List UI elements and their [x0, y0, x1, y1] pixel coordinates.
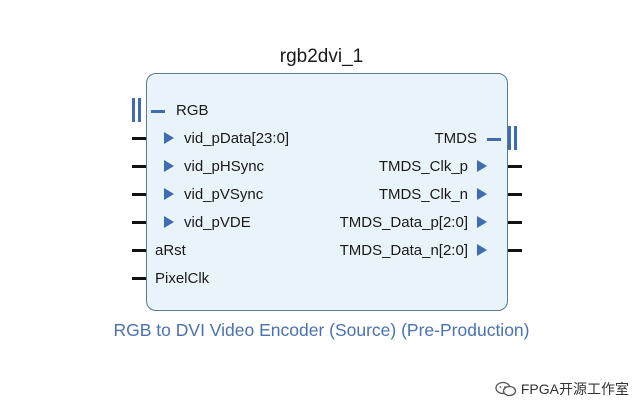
- vid-pvsync-arrow-icon: [164, 188, 174, 200]
- tmds-data-p-arrow-icon: [477, 216, 487, 228]
- vid-pvde-label: vid_pVDE: [184, 214, 251, 231]
- tmds-clk-p-pin[interactable]: [508, 165, 522, 168]
- vid-pvsync-pin[interactable]: [132, 193, 146, 196]
- watermark: FPGA开源工作室: [495, 379, 629, 399]
- vid-pvde-pin[interactable]: [132, 221, 146, 224]
- tmds-clk-p-arrow-icon: [477, 160, 487, 172]
- tmds-clk-n-arrow-icon: [477, 188, 487, 200]
- block-subtitle: RGB to DVI Video Encoder (Source) (Pre-P…: [113, 320, 530, 340]
- vid-pdata-pin[interactable]: [132, 137, 146, 140]
- ip-block[interactable]: [146, 73, 508, 311]
- tmds-bus-label: TMDS: [434, 130, 478, 147]
- wechat-icon: [495, 381, 517, 397]
- rgb-collapse-icon[interactable]: [151, 110, 165, 113]
- rgb-bus-label: RGB: [176, 102, 209, 119]
- watermark-text: FPGA开源工作室: [520, 381, 629, 397]
- vid-phsync-label: vid_pHSync: [184, 158, 265, 175]
- rgb-bus-connector[interactable]: [132, 98, 146, 122]
- vid-phsync-arrow-icon: [164, 160, 174, 172]
- arst-label: aRst: [155, 242, 186, 259]
- vid-pvde-arrow-icon: [164, 216, 174, 228]
- block-title: rgb2dvi_1: [279, 46, 364, 67]
- tmds-bus-connector[interactable]: [508, 126, 522, 150]
- tmds-clk-p-label: TMDS_Clk_p: [378, 158, 468, 175]
- vid-pvsync-label: vid_pVSync: [184, 186, 264, 203]
- vid-pdata-label: vid_pData[23:0]: [184, 130, 290, 147]
- arst-pin[interactable]: [132, 249, 146, 252]
- tmds-data-p-label: TMDS_Data_p[2:0]: [339, 214, 468, 231]
- vid-pdata-arrow-icon: [164, 132, 174, 144]
- pixelclk-pin[interactable]: [132, 277, 146, 280]
- tmds-data-n-label: TMDS_Data_n[2:0]: [339, 242, 468, 259]
- tmds-collapse-icon[interactable]: [487, 138, 501, 141]
- tmds-data-n-pin[interactable]: [508, 249, 522, 252]
- tmds-data-n-arrow-icon: [477, 244, 487, 256]
- tmds-data-p-pin[interactable]: [508, 221, 522, 224]
- pixelclk-label: PixelClk: [155, 270, 210, 287]
- tmds-clk-n-label: TMDS_Clk_n: [378, 186, 468, 203]
- vid-phsync-pin[interactable]: [132, 165, 146, 168]
- tmds-clk-n-pin[interactable]: [508, 193, 522, 196]
